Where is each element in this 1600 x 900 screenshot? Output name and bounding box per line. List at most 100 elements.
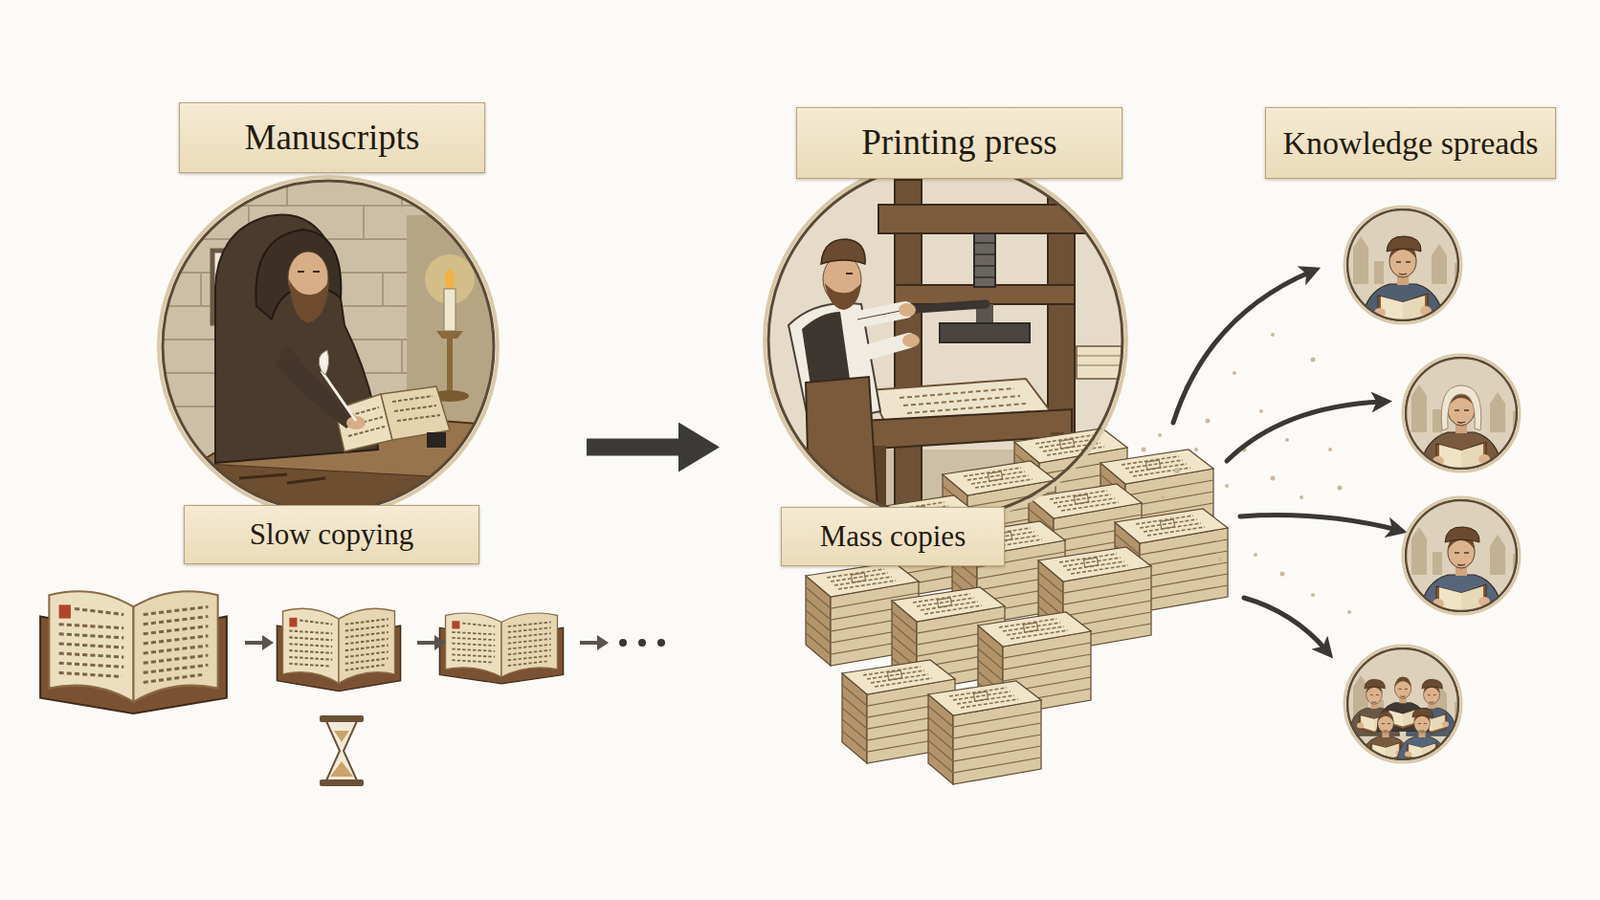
manuscript-chain-part	[597, 635, 609, 651]
spread-particles-part	[1311, 593, 1315, 598]
reader-portrait-part	[1344, 206, 1462, 324]
circle-ring	[162, 180, 494, 512]
reader-portrait-part	[1347, 209, 1459, 321]
reader-portrait-part	[1405, 500, 1517, 612]
scriptorium-scene-part	[380, 386, 450, 441]
reader-group-portrait-part	[1347, 648, 1459, 760]
book-stacks	[805, 428, 1228, 785]
manuscript-chain-part	[638, 639, 646, 647]
spread-particles-part	[1160, 495, 1165, 500]
scriptorium-scene-part	[346, 416, 366, 430]
press-scene-part	[824, 283, 862, 311]
scriptorium-scene-part	[288, 279, 330, 324]
circle-outline	[765, 160, 1126, 521]
scriptorium-scene-part	[444, 268, 455, 290]
spread-particles-part	[1157, 433, 1162, 438]
spread-particles	[1141, 333, 1353, 615]
stage-banner: Printing press	[796, 107, 1123, 179]
reader-portrait-part	[1403, 498, 1521, 622]
manuscript-chain-part	[579, 641, 600, 645]
spread-arrows	[1173, 271, 1398, 651]
spread-arrows-part	[1173, 271, 1312, 423]
hourglass-icon-part	[333, 731, 350, 743]
manuscript-chain-part	[262, 635, 274, 651]
press-scene-part	[902, 333, 920, 348]
spread-arrows-part	[1226, 401, 1382, 462]
press-scene-part	[1076, 346, 1123, 379]
press-scene-part	[974, 233, 996, 288]
reader-group-portrait-part-part	[1364, 679, 1386, 689]
manuscript-chain-part	[244, 641, 265, 645]
circle-ring	[158, 177, 498, 516]
scriptorium-scene-part	[215, 214, 378, 464]
reader-portrait-part	[1405, 357, 1517, 469]
manuscript-chain-part	[40, 591, 227, 714]
reader-group-portrait-part	[1345, 646, 1463, 765]
reader-portrait-part	[1403, 355, 1521, 479]
flow-arrow	[586, 422, 720, 473]
reader-group-portrait-part	[1344, 645, 1462, 763]
reader-group-portrait-part-part	[1422, 679, 1444, 689]
stage-title: Printing press	[861, 124, 1058, 162]
manuscript-chain-part	[276, 608, 400, 691]
press-scene-part	[939, 323, 1030, 343]
scriptorium-scene-part	[297, 270, 320, 273]
reader-portrait	[1344, 206, 1463, 331]
spread-particles-part	[1141, 447, 1147, 453]
scriptorium-scene-part	[444, 288, 456, 332]
spread-particles-part	[1311, 357, 1316, 363]
spread-particles-part	[1285, 438, 1289, 443]
hourglass-icon	[319, 715, 364, 787]
stage-circle: Printing pressMass copies	[765, 160, 1126, 521]
press-scene-part	[821, 239, 866, 265]
spread-particles-part	[1259, 409, 1264, 414]
manuscript-chain-part	[434, 635, 446, 651]
reader-portrait-part	[1345, 207, 1463, 331]
press-scene-part	[861, 340, 910, 355]
stage-banner: Manuscripts	[178, 102, 486, 174]
press-scene-part	[857, 310, 906, 320]
spread-particles-part	[1232, 371, 1237, 376]
spread-particles-part	[1253, 553, 1258, 557]
stage-caption: Mass copies	[820, 521, 966, 554]
book-stacks-part	[928, 681, 1042, 785]
hourglass-icon-part	[326, 721, 357, 781]
stage-title: Manuscripts	[244, 119, 421, 157]
spread-particles-part	[1280, 572, 1286, 578]
scriptorium-scene-part	[153, 172, 508, 527]
reader-portrait-part	[1402, 355, 1520, 472]
reader-portrait	[1402, 355, 1521, 479]
scriptorium-scene-part	[426, 432, 446, 448]
reader-portrait-part-part	[1444, 527, 1480, 543]
spread-particles-part	[1337, 486, 1343, 491]
press-scene-part	[974, 243, 996, 278]
stage-circle: ManuscriptsSlow copying	[159, 177, 497, 515]
scriptorium-scene	[153, 172, 508, 527]
stage-tag: Mass copies	[780, 507, 1005, 567]
title-banner: Knowledge spreads	[1265, 107, 1556, 179]
spread-arrows-part	[1240, 515, 1398, 531]
hourglass-icon-part	[330, 761, 354, 778]
hourglass-icon-part	[319, 715, 364, 723]
spread-particles-part	[1270, 333, 1275, 337]
scriptorium-scene-part	[318, 350, 330, 376]
scriptorium-scene-part	[275, 344, 356, 429]
stage-tag: Slow copying	[183, 505, 480, 565]
manuscript-chain-part	[439, 613, 563, 685]
reader-portrait	[1402, 497, 1521, 622]
reader-portrait-part-part	[1441, 385, 1482, 431]
manuscript-chain-part	[657, 639, 666, 647]
scriptorium-scene-part	[239, 474, 326, 484]
banner-title: Knowledge spreads	[1282, 126, 1538, 161]
press-scene-part	[1076, 355, 1123, 366]
spread-particles-part	[1205, 419, 1211, 424]
manuscript-chain	[40, 591, 666, 714]
press-scene-part	[898, 303, 916, 317]
spread-particles-part	[1174, 467, 1180, 474]
spread-particles-part	[1224, 484, 1229, 489]
spread-particles-part	[1347, 610, 1352, 615]
spread-particles-part	[1194, 447, 1199, 452]
